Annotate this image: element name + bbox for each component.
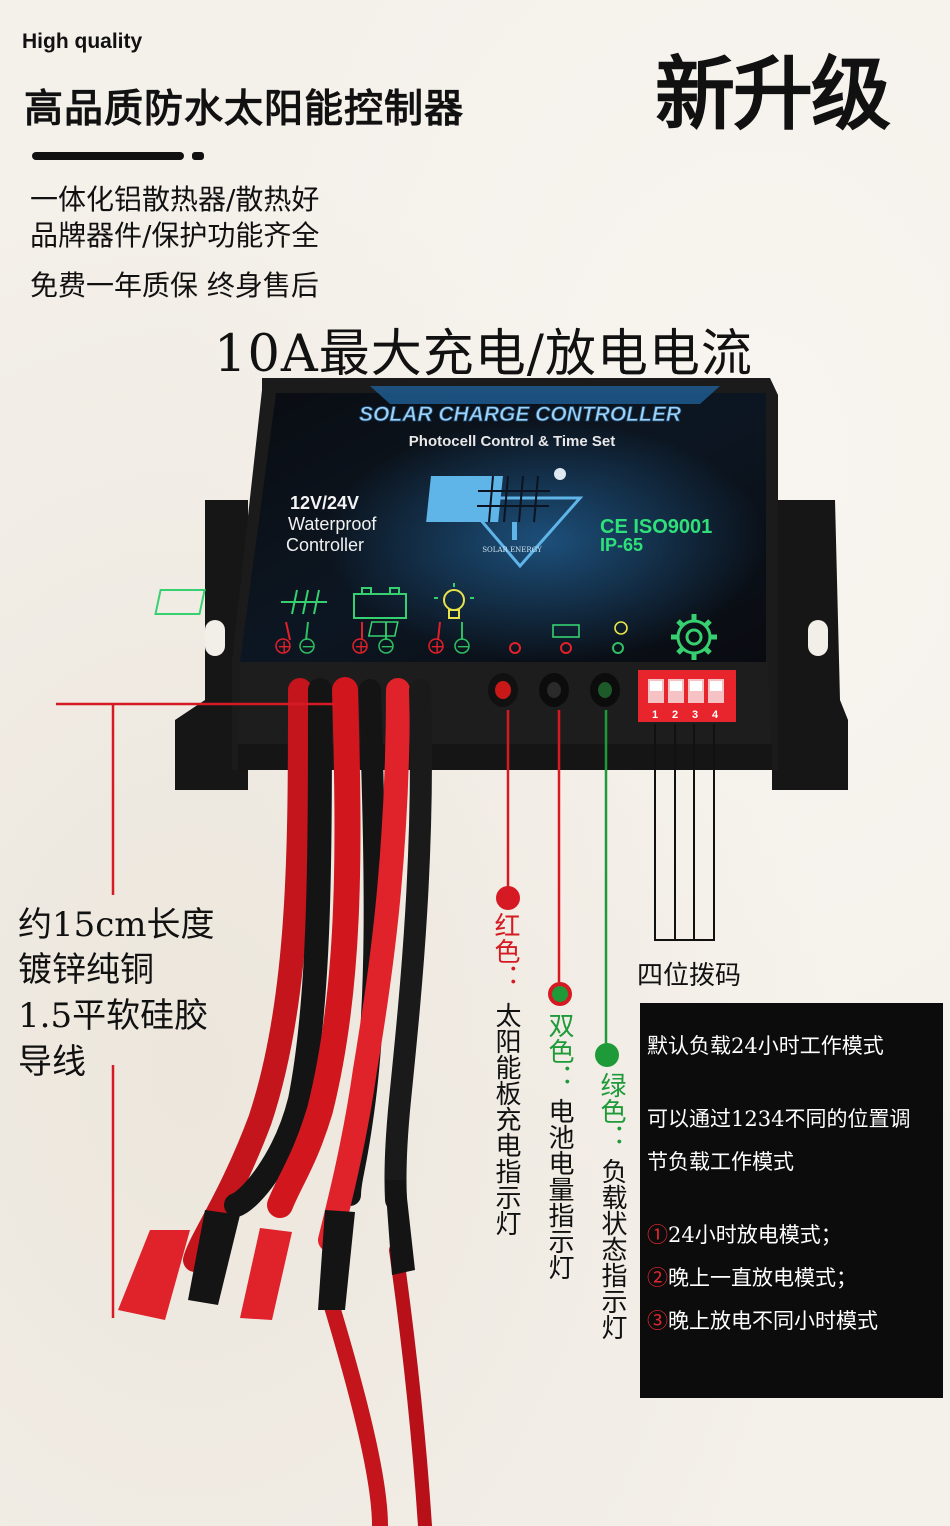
dip-switch[interactable]: 1 2 3 4 xyxy=(638,670,736,722)
callout-lines xyxy=(56,702,715,1318)
high-quality-label: High quality xyxy=(22,30,143,53)
indicator-red-desc: 太阳能板充电指示灯 xyxy=(491,1002,521,1236)
dip-number-1: 1 xyxy=(652,709,658,721)
mode-1-number: ① xyxy=(647,1223,668,1247)
mode-info-box: 默认负载24小时工作模式 可以通过1234不同的位置调 节负载工作模式 ①24小… xyxy=(640,1003,943,1398)
dip-number-4: 4 xyxy=(712,709,719,721)
indicator-green-desc: 负载状态指示灯 xyxy=(597,1158,627,1340)
svg-text:+: + xyxy=(277,637,291,657)
mounting-flange-left xyxy=(175,500,248,790)
svg-text:−: − xyxy=(456,637,470,657)
dual-color-led xyxy=(539,673,569,707)
feature-warranty: 免费一年质保 终身售后 xyxy=(30,269,319,302)
polarity-marks: + − + − + − xyxy=(275,637,470,657)
title-divider xyxy=(32,152,184,160)
device-voltage: 12V/24V xyxy=(290,493,359,513)
device-waterproof: Waterproof xyxy=(288,514,377,534)
mode-item-2: ②晚上一直放电模式； xyxy=(647,1257,935,1300)
settings-gear-icon xyxy=(671,614,717,660)
red-led xyxy=(488,673,518,707)
indicator-dual-color-label: 双色： xyxy=(544,1012,574,1090)
mode-3-number: ③ xyxy=(647,1309,668,1333)
svg-text:−: − xyxy=(301,637,315,657)
device-cert-ip: IP-65 xyxy=(600,535,643,555)
dip-number-2: 2 xyxy=(672,709,678,721)
green-led xyxy=(590,673,620,707)
svg-text:−: − xyxy=(380,637,394,657)
wire-type-label: 导线 xyxy=(18,1042,86,1082)
solar-panel-terminal-icon xyxy=(154,589,327,615)
mode-item-3: ③晚上放电不同小时模式 xyxy=(647,1300,935,1343)
mode-2-number: ② xyxy=(647,1266,668,1290)
mode-adjust-line1: 可以通过1234不同的位置调 xyxy=(647,1107,911,1131)
title-divider-dot xyxy=(192,152,204,160)
controller-illustration: SOLAR CHARGE CONTROLLER Photocell Contro… xyxy=(56,378,848,1526)
dip-switch-label: 四位拨码 xyxy=(637,961,742,991)
logo-text: SOLAR ENERGY xyxy=(482,546,542,554)
svg-text:+: + xyxy=(430,637,444,657)
wire-bundle xyxy=(183,677,432,1526)
dip-number-3: 3 xyxy=(692,709,698,721)
feature-protection: 品牌器件/保护功能齐全 xyxy=(30,219,320,252)
page-title: 高品质防水太阳能控制器 xyxy=(24,87,465,132)
mounting-flange-right xyxy=(772,500,848,790)
indicator-red-color-label: 红色： xyxy=(490,912,520,990)
battery-terminal-icon xyxy=(353,587,407,619)
wire-terminals xyxy=(118,1180,415,1320)
device-cert-iso: CE ISO9001 xyxy=(600,516,712,538)
device-subtitle: Photocell Control & Time Set xyxy=(409,433,615,450)
device-banner: SOLAR CHARGE CONTROLLER xyxy=(359,403,682,426)
solar-energy-logo: SOLAR ENERGY xyxy=(426,468,584,569)
mode-adjust-line2: 节负载工作模式 xyxy=(647,1150,794,1174)
led-panel-icons xyxy=(367,621,628,654)
wire-length-label: 约15cm长度 xyxy=(18,905,215,945)
wire-material-label: 镀锌纯铜 xyxy=(18,950,154,990)
indicator-dual-desc: 电池电量指示灯 xyxy=(544,1098,574,1280)
mode-2-text: 晚上一直放电模式； xyxy=(668,1266,857,1290)
svg-text:+: + xyxy=(354,637,368,657)
feature-heatsink: 一体化铝散热器/散热好 xyxy=(30,183,320,216)
mode-default: 默认负载24小时工作模式 xyxy=(647,1034,884,1058)
mode-1-text: 24小时放电模式； xyxy=(668,1223,842,1247)
lamp-terminal-icon xyxy=(434,583,474,619)
indicator-green-color-label: 绿色： xyxy=(596,1072,626,1150)
device-controller: Controller xyxy=(286,535,364,555)
wire-gauge-label: 1.5平软硅胶 xyxy=(18,996,209,1036)
current-headline: 10A最大充电/放电电流 xyxy=(214,325,753,384)
mode-item-1: ①24小时放电模式； xyxy=(647,1214,935,1257)
mode-3-text: 晚上放电不同小时模式 xyxy=(668,1309,878,1333)
upgrade-badge: 新升级 xyxy=(655,48,891,141)
